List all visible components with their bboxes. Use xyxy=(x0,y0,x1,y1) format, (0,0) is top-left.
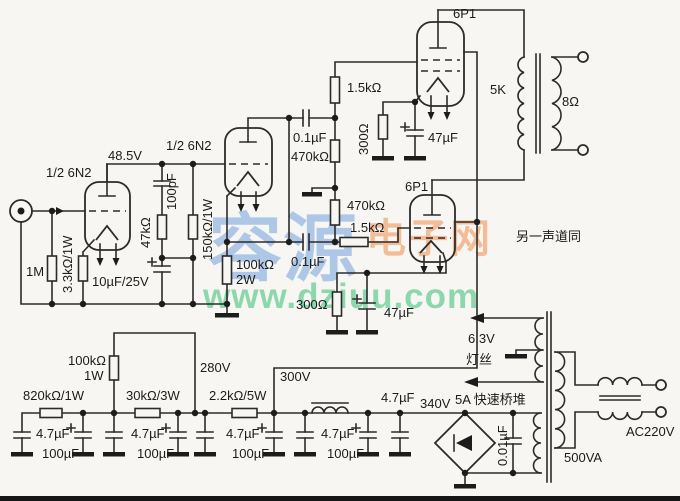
label-cap-4u7-4: 4.7µF xyxy=(321,426,355,441)
resistor-470k-2 xyxy=(329,199,341,226)
label-res-30k: 30kΩ/3W xyxy=(126,388,181,403)
label-tube4-name: 6P1 xyxy=(405,179,428,194)
tube-6p1-bottom xyxy=(409,179,456,274)
label-res-100k1w-value: 100kΩ xyxy=(68,353,106,368)
label-res-3k3: 3.3kΩ/1W xyxy=(60,235,75,293)
label-cap-47uf-1: 47µF xyxy=(428,130,458,145)
polarity-marks xyxy=(66,122,410,433)
label-rail-300v: 300V xyxy=(280,369,311,384)
label-res-300-1: 300Ω xyxy=(356,123,371,155)
label-res-100k1w-power: 1W xyxy=(84,368,104,383)
label-cap-100u-4: 100µF xyxy=(327,446,364,461)
label-cap-10uf: 10µF/25V xyxy=(92,274,149,289)
resistor-1k5-1 xyxy=(329,76,341,104)
resistor-1m xyxy=(46,255,58,282)
watermark-char-1: 容 xyxy=(208,207,282,290)
power-transformer xyxy=(464,311,667,483)
label-res-470k-1: 470kΩ xyxy=(291,149,329,164)
signal-arrow xyxy=(56,207,64,215)
label-res-100k2w-value: 100kΩ xyxy=(236,257,274,272)
label-plate-voltage: 48.5V xyxy=(108,148,142,163)
label-rail-340v: 340V xyxy=(420,396,451,411)
label-res-1m: 1M xyxy=(26,264,44,279)
resistor-300-2 xyxy=(331,291,343,317)
label-cap-100pf: 100pF xyxy=(164,173,179,210)
resistor-100k-1w xyxy=(108,355,120,381)
label-res-150k: 150kΩ/1W xyxy=(200,198,215,260)
bridge-rectifier xyxy=(433,411,497,475)
label-heater-name: 灯丝 xyxy=(466,352,492,367)
resistors xyxy=(39,76,389,419)
label-heater-voltage: 6.3V xyxy=(468,331,495,346)
component-labels: 1/2 6N2 48.5V 1/2 6N2 100pF 47kΩ 150kΩ/1W 1M 3.… xyxy=(23,6,675,466)
filter-choke xyxy=(311,406,349,414)
label-opt-primary: 5K xyxy=(490,82,506,97)
output-transformer xyxy=(517,51,589,156)
resistor-100k-2w xyxy=(221,255,233,285)
bottom-border xyxy=(0,496,680,501)
ground-symbols xyxy=(11,156,527,489)
label-cap-4u7-1: 4.7µF xyxy=(36,426,70,441)
label-cap-4u7-2: 4.7µF xyxy=(131,426,165,441)
ac-terminal-bottom xyxy=(655,406,667,418)
label-bridge-name: 5A 快速桥堆 xyxy=(455,392,526,407)
capacitor-plates xyxy=(13,109,522,445)
label-res-1k5-1: 1.5kΩ xyxy=(347,80,382,95)
watermark-char-2: 源 xyxy=(283,207,357,290)
ac-terminal-top xyxy=(655,379,667,391)
watermark: 容 源 电子网 www.dziuu.com xyxy=(202,207,492,316)
rca-input-jack xyxy=(9,199,64,223)
label-ac-input: AC220V xyxy=(626,424,675,439)
heater-arrow-1 xyxy=(470,313,484,323)
tube-6n2-first xyxy=(84,163,131,266)
label-cap-47uf-2: 47µF xyxy=(384,305,414,320)
label-other-channel-note: 另一声道同 xyxy=(516,229,581,244)
tube-6p1-top xyxy=(416,9,465,120)
label-pt-rating: 500VA xyxy=(564,450,602,465)
label-tube1-name: 1/2 6N2 xyxy=(46,165,92,180)
resistor-820k xyxy=(39,407,63,419)
label-res-470k-2: 470kΩ xyxy=(347,198,385,213)
label-cap-001uf: 0.01µF xyxy=(495,425,510,466)
label-res-300-2: 300Ω xyxy=(296,297,328,312)
diode-symbol xyxy=(456,435,472,451)
resistor-30k xyxy=(134,407,161,419)
label-cap-100u-3: 100µF xyxy=(232,446,269,461)
label-res-1k5-2: 1.5kΩ xyxy=(350,220,385,235)
junction-dots xyxy=(48,98,517,477)
resistor-47k xyxy=(156,214,168,240)
label-rail-280v: 280V xyxy=(200,360,231,375)
label-res-100k2w-power: 2W xyxy=(236,272,256,287)
label-tube3-name: 6P1 xyxy=(453,6,476,21)
resistor-150k xyxy=(187,214,199,240)
label-res-47k: 47kΩ xyxy=(138,217,153,248)
speaker-terminal-bottom xyxy=(577,144,589,156)
label-cap-100u-1: 100µF xyxy=(42,446,79,461)
watermark-suffix: 电子网 xyxy=(366,217,492,261)
heater-arrow-2 xyxy=(464,377,478,387)
label-cap-01uf-1: 0.1µF xyxy=(293,130,327,145)
resistor-1k5-2 xyxy=(339,236,369,248)
resistor-2k2 xyxy=(231,407,258,419)
label-tube2-name: 1/2 6N2 xyxy=(166,138,212,153)
resistor-470k-1 xyxy=(329,139,341,163)
label-cap-100u-2: 100µF xyxy=(137,446,174,461)
label-cap-4u7-3: 4.7µF xyxy=(226,426,260,441)
tube-6n2-second xyxy=(224,127,273,212)
label-cap-01uf-2: 0.1µF xyxy=(291,254,325,269)
label-opt-secondary: 8Ω xyxy=(562,94,579,109)
resistor-3k3 xyxy=(77,255,89,282)
label-cap-4u7-5: 4.7µF xyxy=(381,390,415,405)
label-res-2k2: 2.2kΩ/5W xyxy=(209,388,267,403)
speaker-terminal-top xyxy=(577,51,589,63)
resistor-300-1 xyxy=(377,114,389,140)
label-res-820k: 820kΩ/1W xyxy=(23,388,85,403)
